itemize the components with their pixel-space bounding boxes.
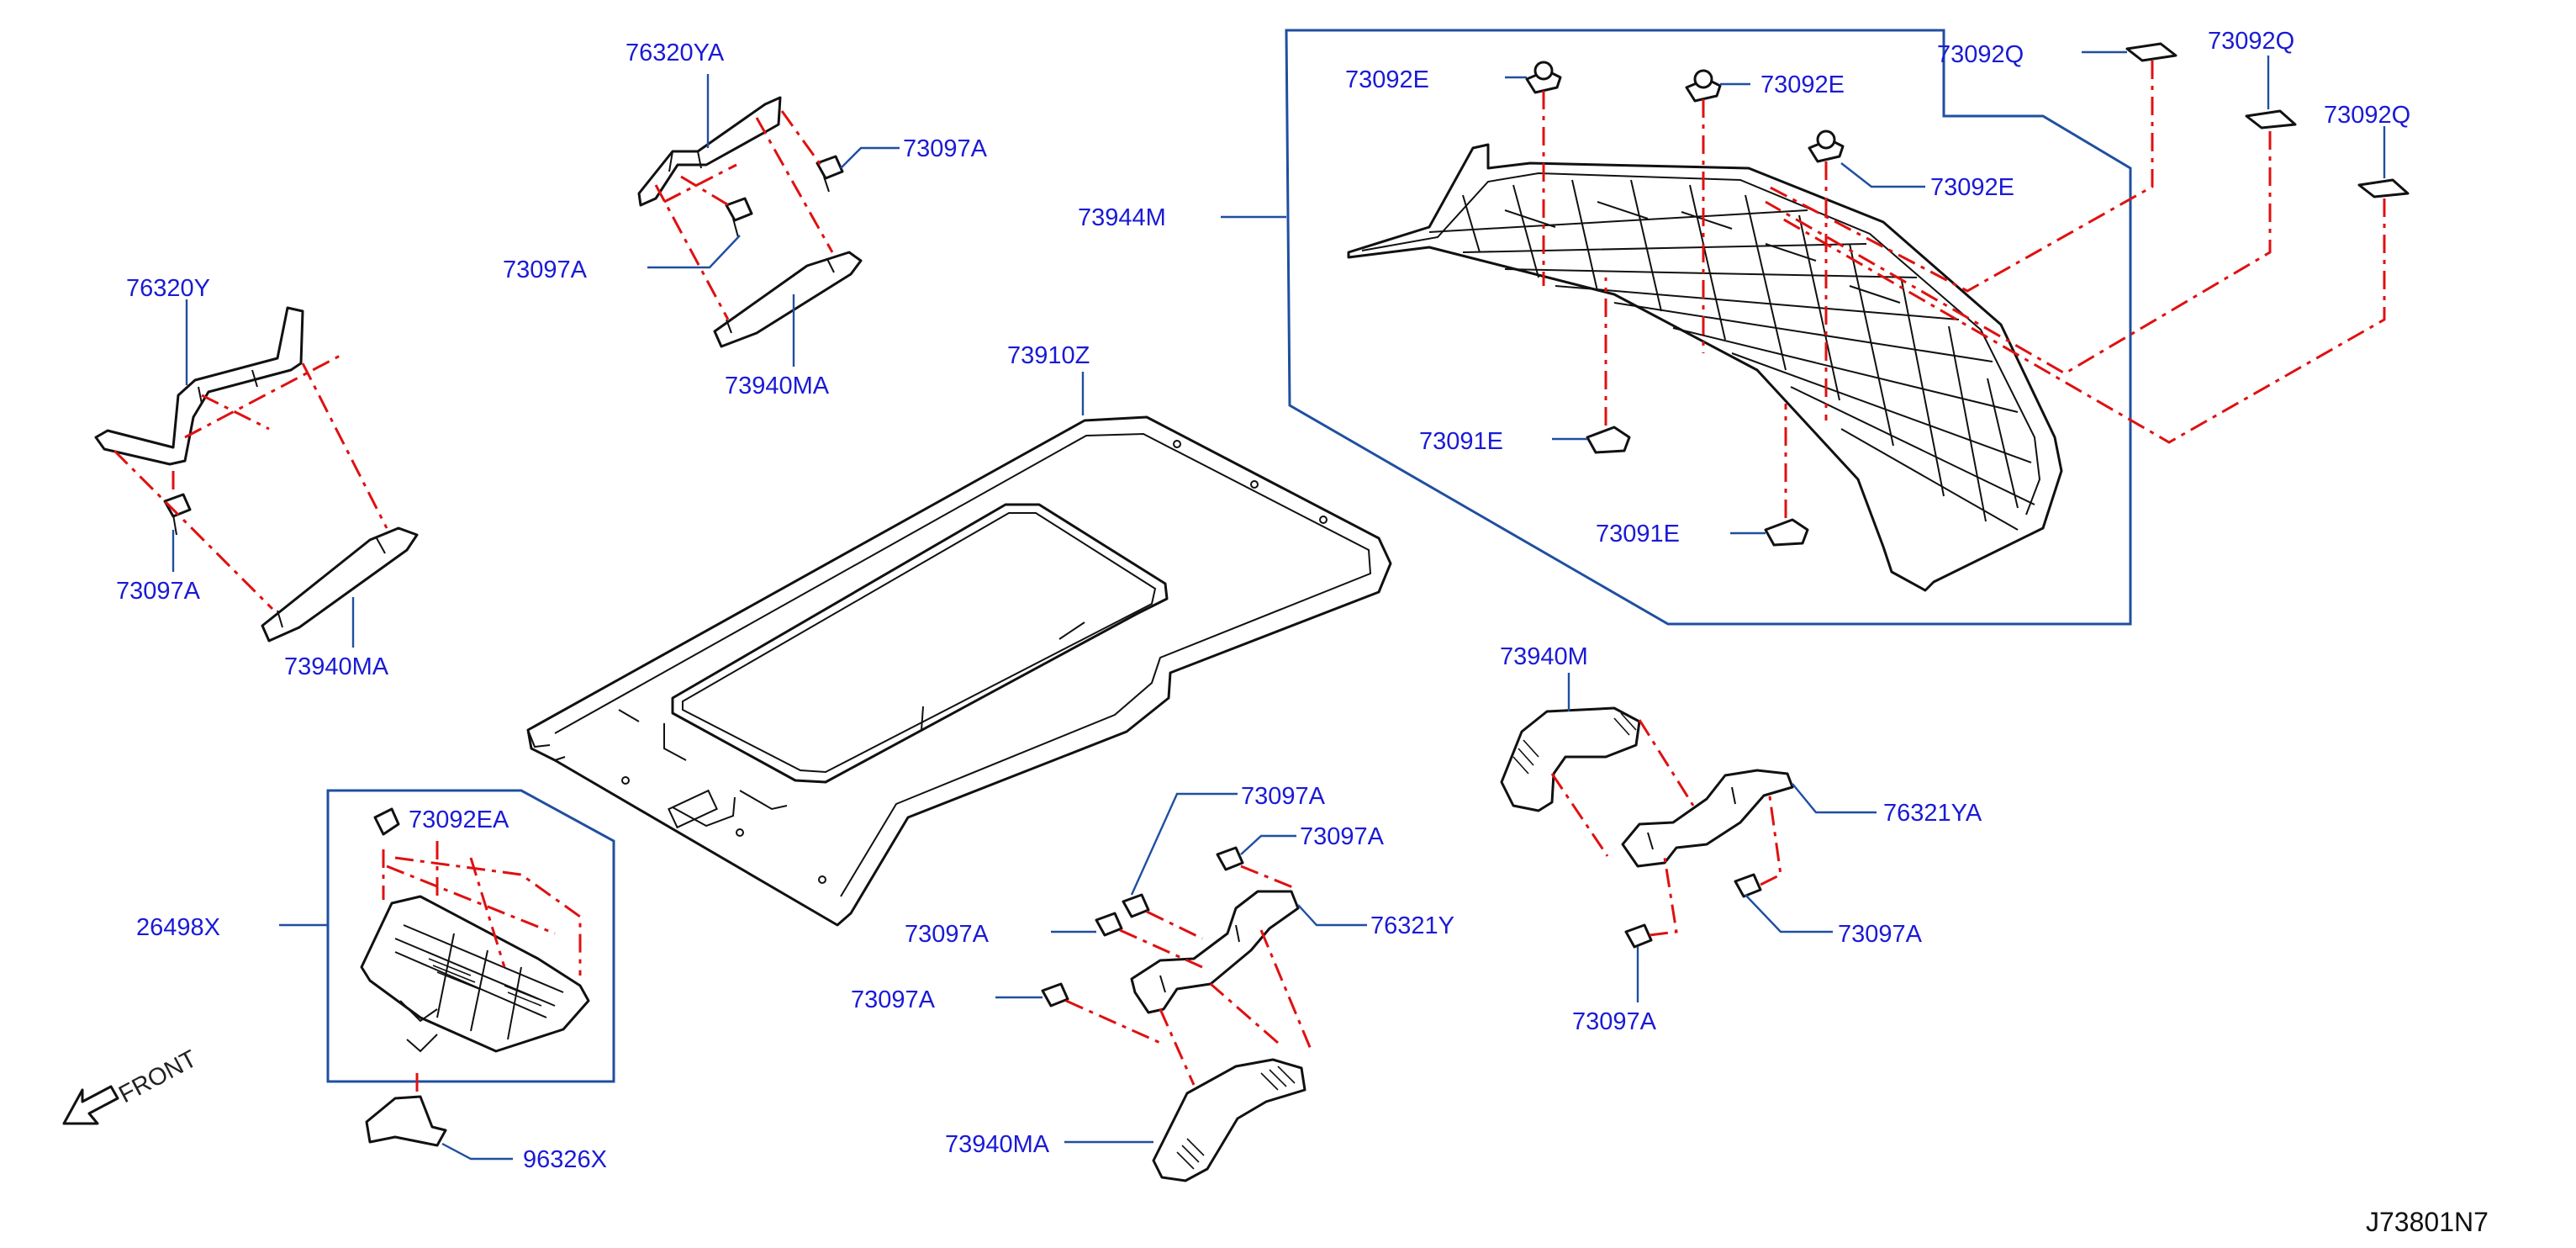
label-73092Q-1: 73092Q [1937,41,2024,68]
label-73097A-9: 73097A [1572,1008,1657,1035]
clip-73092E-2: 73092E [1685,69,1845,353]
label-73092E-3: 73092E [1930,174,2014,201]
label-73097A-6: 73097A [905,921,990,948]
map-lamp-group-frame [326,789,615,1083]
bolt-73097A-left: 73097A [116,493,201,605]
clip-73092E-1: 73092E [1345,61,1562,286]
label-73092EA: 73092EA [409,806,509,833]
label-26498X: 26498X [136,914,220,941]
bolt-73097A-top-left: 73097A [503,197,753,283]
dash-76321YA [1550,719,1695,857]
label-73940MA-2: 73940MA [284,653,389,680]
bolt-73097A-right-1: 73097A [1734,790,1923,948]
grip-73940MA-left: 73940MA [261,526,419,680]
bolt-73097A-bc-3: 73097A [905,912,1203,969]
label-73091E-2: 73091E [1596,521,1680,547]
label-73944M: 73944M [1078,204,1166,231]
label-73092E-1: 73092E [1345,66,1429,93]
label-76321Y: 76321Y [1370,912,1454,939]
p73910Z-callout: 73910Z [1007,342,1090,415]
dash-76321Y [1159,929,1313,1086]
grip-73940MA-bottom: 73940MA [945,1058,1306,1182]
bracket-76321Y: 76321Y [1130,890,1454,1014]
tape-73092Q-1: 73092Q [1765,41,2177,293]
front-label: FRONT [114,1045,201,1108]
cover-96326X: 96326X [365,1073,607,1173]
label-73097A-3: 73097A [116,578,201,605]
label-73940MA-3: 73940MA [945,1131,1050,1158]
bolt-73097A-top-right: 73097A [816,135,988,193]
clip-73092EA: 73092EA [373,806,582,976]
clip-73091E-1: 73091E [1419,278,1631,455]
clip-73091E-2: 73091E [1596,404,1809,547]
label-73097A-8: 73097A [1838,921,1923,948]
front-arrow-icon [62,1085,119,1125]
label-73097A-2: 73097A [503,256,588,283]
tape-73092Q-2: 73092Q [1765,28,2297,375]
label-73097A-1: 73097A [903,135,988,162]
label-73092E-2: 73092E [1760,71,1845,98]
bolt-73097A-bc-2: 73097A [1122,783,1326,940]
label-76320Y: 76320Y [126,275,210,302]
p73944M-callout: 73944M [1078,204,1286,231]
label-73091E-1: 73091E [1419,428,1503,455]
label-73092Q-2: 73092Q [2208,28,2294,55]
bracket-76320YA: 76320YA [626,40,782,207]
bolt-73097A-bc-4: 73097A [851,982,1161,1044]
diagram-code: J73801N7 [2366,1207,2489,1237]
bolt-73097A-right-2: 73097A [1572,857,1678,1035]
headlining-panel [526,415,1392,927]
map-lamp-26498X: 26498X [136,895,590,1053]
label-73097A-4: 73097A [1300,823,1385,850]
dash-76320YA [654,110,834,320]
label-76321YA: 76321YA [1883,800,1982,827]
label-73910Z: 73910Z [1007,342,1090,369]
front-direction: FRONT [62,1045,202,1125]
dash-76320Y [113,352,388,611]
label-96326X: 96326X [523,1146,607,1173]
label-73097A-7: 73097A [851,986,936,1013]
sunshade-assembly [1347,143,2063,592]
tape-73092Q-3: 73092Q [1782,102,2410,444]
grip-73940MA-top: 73940MA [713,251,863,399]
label-76320YA: 76320YA [626,40,725,66]
bolt-73097A-bc-1: 73097A [1216,823,1385,890]
grip-73940M: 73940M [1500,643,1641,812]
bracket-76320Y: 76320Y [94,275,304,466]
label-73097A-5: 73097A [1241,783,1326,810]
bracket-76321YA: 76321YA [1621,769,1982,868]
label-73940M: 73940M [1500,643,1588,670]
label-73940MA-1: 73940MA [725,373,830,399]
label-73092Q-3: 73092Q [2324,102,2410,129]
sunshade-group-frame [1285,29,2132,626]
clip-73092E-3: 73092E [1808,130,2014,420]
